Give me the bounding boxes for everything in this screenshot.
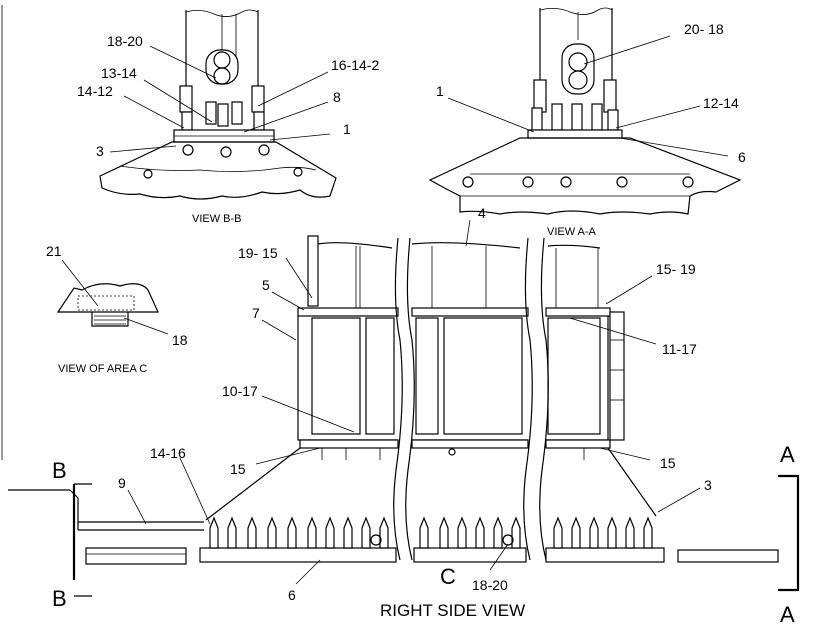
callout-aa-6: 6 (738, 149, 746, 165)
callout-rs-9: 9 (118, 475, 126, 491)
right-side-view-drawing (8, 235, 779, 565)
callout-rs-4: 4 (478, 205, 486, 221)
callout-rs-5: 5 (262, 277, 270, 293)
teeth (209, 516, 653, 549)
callout-bb-3: 3 (96, 143, 104, 159)
view-aa-leaders (447, 35, 729, 157)
label-view-area-c: VIEW OF AREA C (58, 363, 147, 375)
callout-bb-16-14-2: 16-14-2 (331, 57, 379, 73)
callout-bb-14-12: 14-12 (77, 83, 113, 99)
view-bb-drawing (99, 9, 337, 200)
callout-rs-15-19: 15- 19 (656, 261, 696, 277)
callout-bb-8: 8 (333, 89, 341, 105)
callout-bb-18-20: 18-20 (107, 33, 143, 49)
callout-rs-11-17: 11-17 (662, 341, 697, 357)
view-area-c-drawing (56, 259, 169, 335)
callout-aa-20-18: 20- 18 (684, 21, 724, 37)
callout-rs-18-20: 18-20 (472, 577, 508, 593)
callout-bb-13-14: 13-14 (101, 65, 137, 81)
callout-rs-14-16: 14-16 (150, 445, 186, 461)
right-side-leaders (127, 219, 701, 585)
callout-rs-10-17: 10-17 (222, 383, 258, 399)
callout-aa-1: 1 (436, 83, 444, 99)
section-letter-a-bottom: A (780, 602, 795, 627)
label-view-aa: VIEW A-A (547, 226, 597, 238)
callout-rs-7: 7 (252, 305, 260, 321)
label-right-side-view: RIGHT SIDE VIEW (380, 601, 525, 620)
view-bb-leaders (109, 45, 331, 153)
section-letter-c: C (440, 564, 456, 589)
callout-aa-12-14: 12-14 (703, 95, 739, 111)
callout-c-18: 18 (172, 332, 188, 348)
callout-c-21: 21 (46, 243, 62, 259)
section-a-marker (778, 474, 800, 592)
view-aa-drawing (428, 7, 742, 215)
section-b-marker (72, 483, 92, 597)
section-letter-b-bottom: B (52, 586, 67, 611)
callout-rs-6: 6 (288, 587, 296, 603)
callout-rs-15-left: 15 (230, 461, 246, 477)
callout-rs-19-15: 19- 15 (238, 245, 278, 261)
callout-bb-1: 1 (343, 121, 351, 137)
callout-rs-3: 3 (704, 477, 712, 493)
callout-rs-15-right: 15 (660, 455, 676, 471)
section-letter-b-top: B (52, 458, 67, 483)
section-letter-a-top: A (780, 442, 795, 467)
label-view-bb: VIEW B-B (192, 213, 242, 225)
